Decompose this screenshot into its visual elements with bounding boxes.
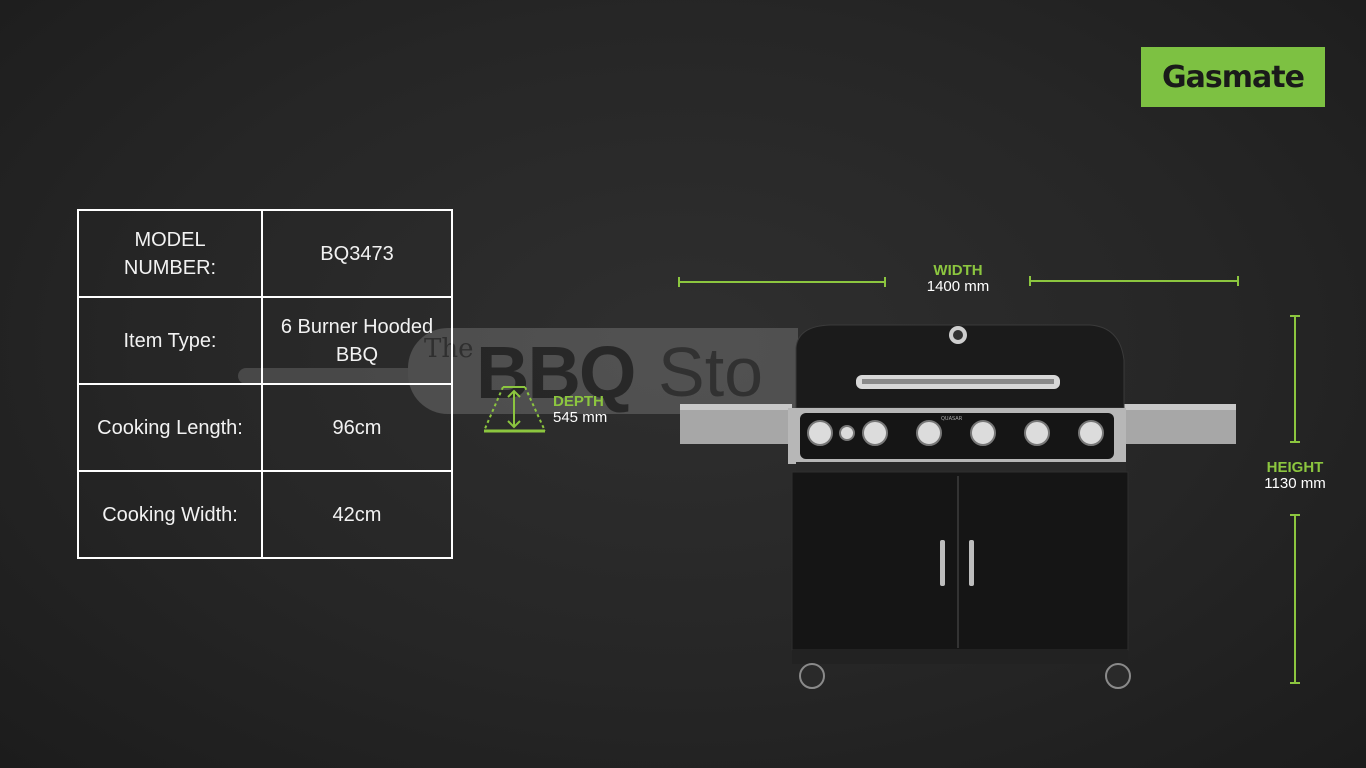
spec-label: Cooking Width:: [77, 470, 263, 559]
spec-value: BQ3473: [261, 209, 453, 298]
height-dimension-line: [1290, 315, 1300, 684]
spec-row: Cooking Length: 96cm: [77, 383, 453, 472]
width-dimension-line: [678, 276, 1239, 287]
spec-label: MODEL NUMBER:: [77, 209, 263, 298]
spec-label: Item Type:: [77, 296, 263, 385]
left-door-handle: [940, 540, 945, 586]
right-door-handle: [969, 540, 974, 586]
depth-icon: [483, 386, 546, 433]
spec-row: Cooking Width: 42cm: [77, 470, 453, 559]
depth-title: DEPTH: [553, 393, 604, 410]
svg-text:QUASAR: QUASAR: [941, 416, 963, 422]
right-wheel-icon: [1105, 663, 1131, 689]
spec-table: MODEL NUMBER: BQ3473 Item Type: 6 Burner…: [77, 209, 453, 559]
left-wheel-icon: [799, 663, 825, 689]
spec-value: 6 Burner Hooded BBQ: [261, 296, 453, 385]
watermark-word-store: Sto: [658, 333, 764, 411]
width-label: WIDTH 1400 mm: [908, 263, 1008, 295]
burner-knobs: [807, 420, 1104, 446]
watermark-word-bbq: BBQ: [476, 331, 636, 414]
spec-row: MODEL NUMBER: BQ3473: [77, 209, 453, 298]
width-title: WIDTH: [933, 262, 983, 279]
watermark-banner: [408, 328, 798, 414]
left-side-shelf: [680, 404, 792, 444]
width-value: 1400 mm: [926, 278, 990, 295]
bbq-cabinet: [791, 471, 1129, 651]
bbq-product-image: QUASAR: [680, 324, 1236, 689]
spec-value: 42cm: [261, 470, 453, 559]
side-burner-knob-icon: [807, 420, 833, 446]
spec-label: Cooking Length:: [77, 383, 263, 472]
right-side-shelf: [1122, 404, 1236, 444]
height-label: HEIGHT 1130 mm: [1245, 460, 1345, 492]
gasmate-logo: Gasmate: [1141, 47, 1325, 107]
logo-text: Gasmate: [1162, 59, 1305, 95]
height-value: 1130 mm: [1264, 475, 1326, 492]
height-title: HEIGHT: [1266, 459, 1324, 476]
spec-row: Item Type: 6 Burner Hooded BBQ: [77, 296, 453, 385]
depth-label: DEPTH 545 mm: [553, 394, 607, 426]
depth-value: 545 mm: [553, 409, 608, 426]
spec-value: 96cm: [261, 383, 453, 472]
